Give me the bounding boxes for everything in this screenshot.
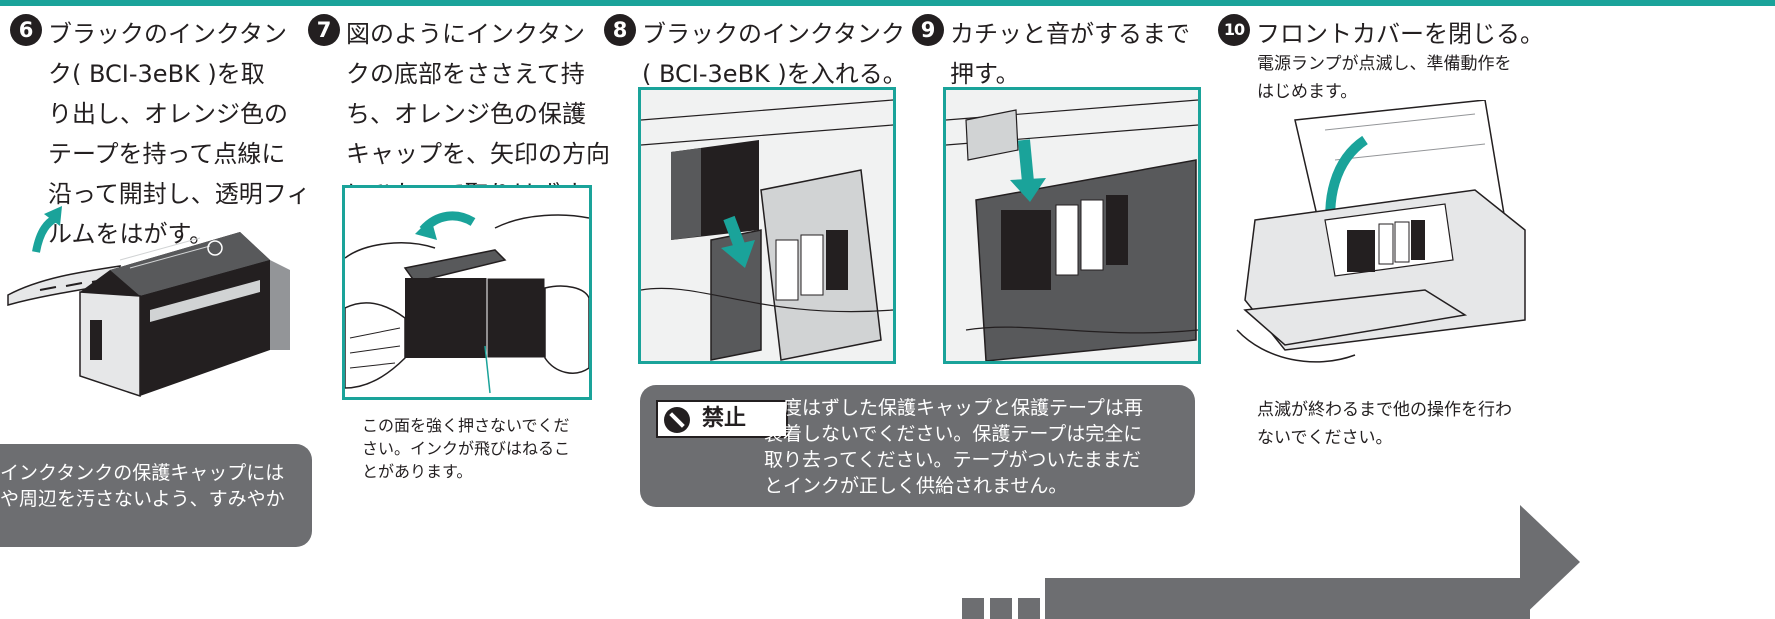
step-8-number: 8	[604, 14, 636, 46]
step-7-note-line: とがあります。	[362, 462, 473, 481]
printer-close-cover-illustration	[1225, 100, 1530, 380]
step-9-line: 押す。	[950, 60, 1020, 88]
step-7-note-line: さい。インクが飛びはねるこ	[362, 439, 571, 458]
next-page-arrow-head	[1520, 505, 1580, 619]
next-page-arrow-dash	[962, 598, 984, 619]
step-6-line: ルムをはがす。	[48, 220, 214, 248]
protective-cap-callout: インクタンクの保護キャップには や周辺を汚さないよう、すみやか	[0, 444, 312, 547]
step-7-note-line: この面を強く押さないでくだ	[362, 416, 570, 435]
step-7-note: この面を強く押さないでくだ さい。インクが飛びはねるこ とがあります。	[362, 414, 570, 483]
step-7-illustration-frame	[342, 185, 592, 400]
prohibition-icon	[664, 407, 690, 433]
step-9-line: カチッと音がするまで	[950, 20, 1190, 48]
step-10-note-line: 点滅が終わるまで他の操作を行わ	[1257, 400, 1512, 420]
step-9-number: 9	[912, 14, 944, 46]
step-10-note-line: ないでください。	[1257, 428, 1393, 448]
step-10-line: フロントカバーを閉じる。	[1256, 20, 1544, 48]
step-7-line: キャップを、矢印の方向	[346, 140, 610, 168]
callout-line: インクタンクの保護キャップには	[0, 462, 285, 484]
step-10-sub-line: 電源ランプが点滅し、準備動作を	[1257, 54, 1512, 74]
next-page-arrow	[1045, 578, 1530, 619]
step-7-line: 図のようにインクタン	[346, 20, 586, 48]
step-8-illustration-frame	[638, 87, 896, 364]
warning-line: 装着しないでください。保護テープは完全に	[764, 423, 1143, 445]
step-10-sub-line: はじめます。	[1257, 82, 1358, 102]
step-6-line: 沿って開封し、透明フィ	[48, 180, 311, 208]
step-6-line: ブラックのインクタン	[48, 20, 288, 48]
step-7-line: クの底部をささえて持	[346, 60, 585, 88]
next-page-arrow-dash	[990, 598, 1012, 619]
step-8-text: ブラックのインクタンク ( BCI-3eBK )を入れる。	[642, 14, 907, 94]
step-6-line: ク( BCI-3eBK )を取	[48, 60, 265, 88]
step-8-line: ブラックのインクタンク	[642, 20, 906, 48]
step-10-sub: 電源ランプが点滅し、準備動作を はじめます。	[1257, 50, 1512, 106]
step-9-text: カチッと音がするまで 押す。	[950, 14, 1190, 94]
callout-line: や周辺を汚さないよう、すみやか	[0, 488, 285, 510]
prohibition-warning-text: 一度はずした保護キャップと保護テープは再 装着しないでください。保護テープは完全…	[764, 395, 1143, 499]
step-10-text: フロントカバーを閉じる。	[1256, 14, 1544, 54]
step-6-line: テープを持って点線に	[48, 140, 286, 168]
step-10-note: 点滅が終わるまで他の操作を行わ ないでください。	[1257, 396, 1512, 452]
prohibition-badge: 禁止	[656, 400, 788, 438]
step-9-illustration-frame	[943, 87, 1201, 364]
step-7-text: 図のようにインクタン クの底部をささえて持 ち、オレンジ色の保護 キャップを、矢…	[346, 14, 610, 214]
step-6-number: 6	[10, 14, 42, 46]
ink-tank-peel-illustration	[0, 200, 320, 410]
step-10-number: 10	[1218, 14, 1250, 46]
step-6-line: り出し、オレンジ色の	[48, 100, 288, 128]
next-page-arrow-dash	[1018, 598, 1040, 619]
warning-line: 取り去ってください。テープがついたままだ	[764, 449, 1141, 471]
top-accent-bar	[0, 0, 1775, 6]
step-7-number: 7	[308, 14, 340, 46]
protective-cap-callout-text: インクタンクの保護キャップには や周辺を汚さないよう、すみやか	[0, 460, 285, 512]
warning-line: 一度はずした保護キャップと保護テープは再	[764, 397, 1143, 419]
prohibition-warning-callout: 禁止 一度はずした保護キャップと保護テープは再 装着しないでください。保護テープ…	[640, 385, 1195, 507]
warning-line: とインクが正しく供給されません。	[764, 475, 1068, 497]
prohibition-badge-label: 禁止	[702, 406, 747, 431]
step-6-text: ブラックのインクタン ク( BCI-3eBK )を取 り出し、オレンジ色の テー…	[48, 14, 310, 254]
step-8-line: ( BCI-3eBK )を入れる。	[642, 60, 907, 88]
step-7-line: ち、オレンジ色の保護	[346, 100, 586, 128]
